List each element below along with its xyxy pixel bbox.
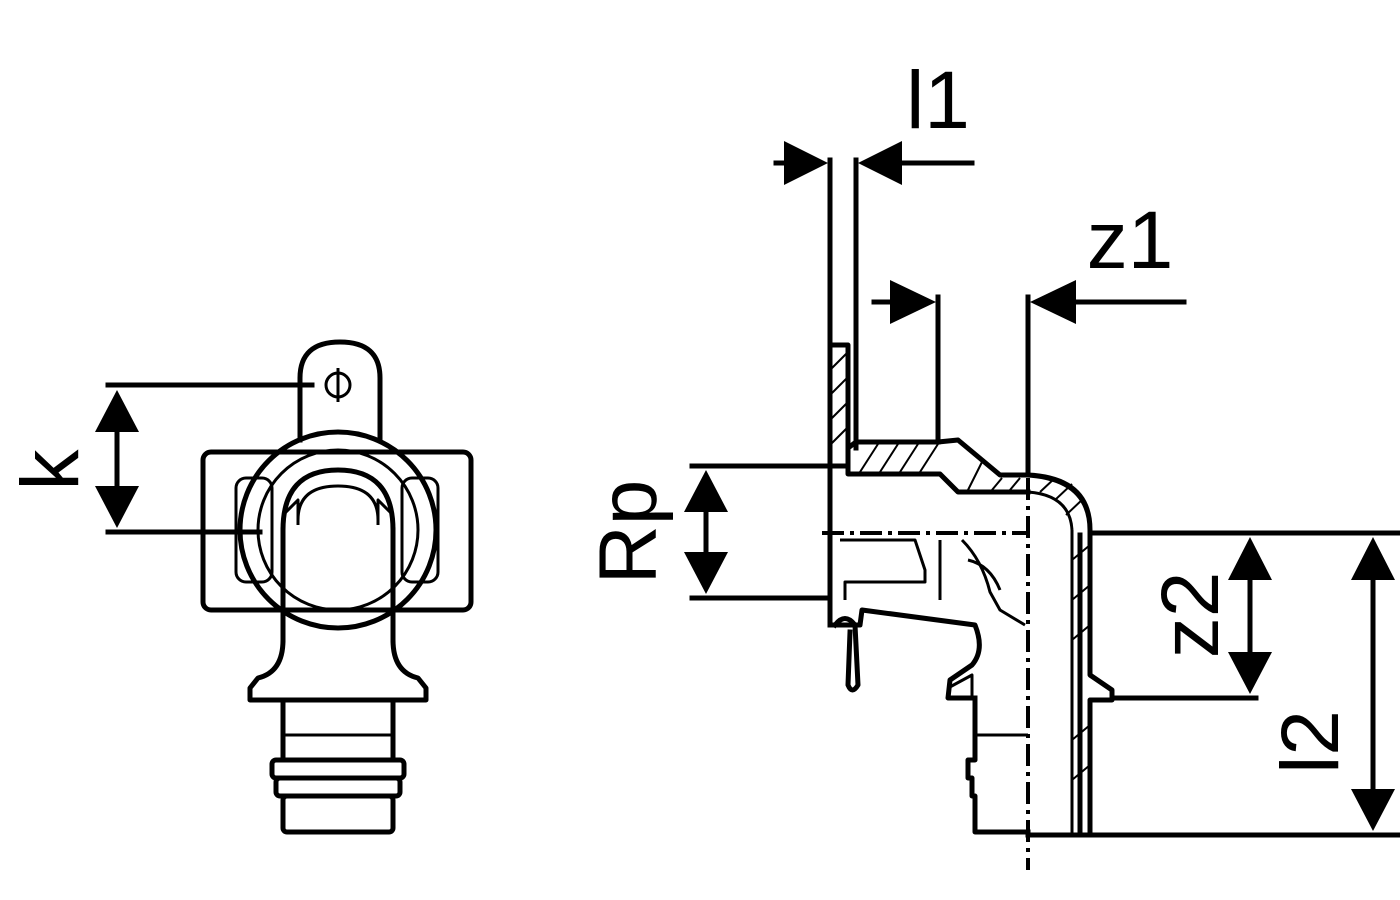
side-sleeve bbox=[965, 695, 1031, 835]
side-flange bbox=[947, 673, 974, 698]
dimension-l1: l1 bbox=[773, 55, 975, 185]
front-sleeve-end bbox=[280, 793, 396, 835]
label-z1: z1 bbox=[1087, 195, 1174, 286]
l2-arrow-bottom bbox=[1351, 789, 1395, 831]
front-sleeve bbox=[280, 697, 396, 763]
dimension-z1: z1 bbox=[871, 195, 1187, 478]
side-elbow-hatch bbox=[1039, 477, 1085, 516]
front-sleeve-ring-2 bbox=[273, 775, 403, 799]
rp-arrow-top bbox=[684, 470, 728, 512]
side-outlet-outer bbox=[1087, 532, 1115, 838]
l1-arrow-right bbox=[858, 141, 902, 185]
front-sleeve-ring-1 bbox=[269, 757, 407, 781]
side-wall-plate-hatch bbox=[829, 351, 849, 446]
side-outlet-hatch bbox=[1071, 544, 1091, 781]
k-arrow-bottom bbox=[95, 486, 139, 528]
l1-arrow-left bbox=[784, 141, 828, 185]
front-neck bbox=[247, 637, 429, 703]
front-outlet-lugs bbox=[281, 498, 395, 525]
side-lower-body bbox=[827, 607, 982, 701]
side-lower-hook bbox=[831, 616, 861, 693]
side-inlet-bore-top bbox=[845, 463, 1031, 495]
dimension-z2: z2 bbox=[1087, 530, 1400, 701]
side-inlet-top-wall bbox=[827, 437, 1031, 478]
side-inlet-hatch bbox=[859, 443, 1021, 491]
label-k: k bbox=[5, 449, 96, 491]
front-wall-plate-inner-right bbox=[400, 476, 440, 584]
dimension-l2: l2 bbox=[1109, 537, 1400, 838]
k-arrow-top bbox=[95, 390, 139, 432]
front-outlet-u bbox=[280, 467, 396, 643]
rp-arrow-bottom bbox=[684, 552, 728, 594]
front-body-ring bbox=[237, 429, 439, 631]
label-l1: l1 bbox=[906, 55, 970, 146]
label-rp: Rp bbox=[583, 480, 674, 585]
label-z2: z2 bbox=[1145, 572, 1236, 659]
l2-arrow-top bbox=[1351, 537, 1395, 580]
side-elbow-outer bbox=[1025, 472, 1093, 538]
z2-arrow-top bbox=[1228, 537, 1272, 580]
side-wall-plate-lip bbox=[827, 342, 851, 451]
front-outlet-u-inner bbox=[296, 484, 380, 521]
side-view bbox=[822, 157, 1115, 870]
front-view bbox=[200, 339, 474, 835]
z2-arrow-bottom bbox=[1228, 652, 1272, 694]
side-elbow-inner bbox=[1027, 490, 1074, 531]
side-lower-internals bbox=[840, 538, 1026, 627]
front-mounting-tab bbox=[297, 339, 383, 443]
dimension-k: k bbox=[5, 382, 315, 535]
label-l2: l2 bbox=[1265, 710, 1356, 774]
z1-arrow-right bbox=[1030, 280, 1076, 324]
dimension-rp: Rp bbox=[583, 463, 833, 601]
z1-arrow-left bbox=[890, 280, 936, 324]
